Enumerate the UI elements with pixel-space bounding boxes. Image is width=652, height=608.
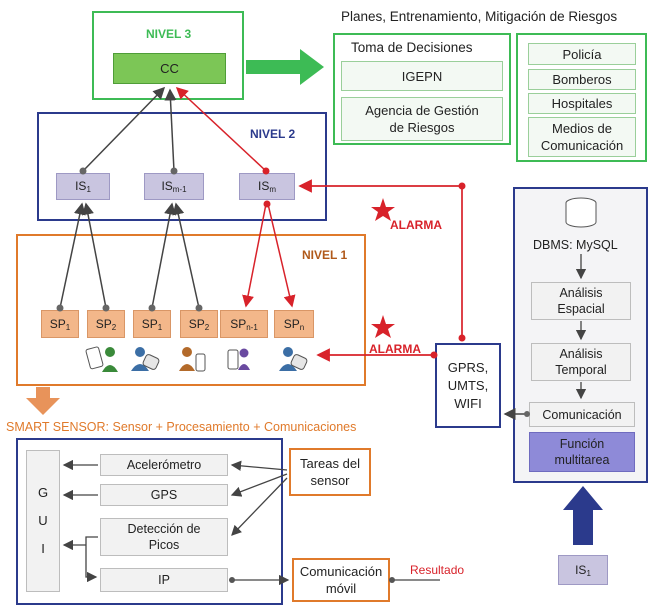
ism1-port bbox=[170, 167, 178, 175]
alarm-left-port bbox=[430, 351, 438, 359]
db-cylinder-icon bbox=[565, 197, 597, 228]
agencia-box: Agencia de Gestión de Riesgos bbox=[341, 97, 503, 141]
sp3-to-ism1-line bbox=[151, 202, 176, 309]
bomberos-box: Bomberos bbox=[528, 69, 636, 90]
sp2-to-is1-line bbox=[82, 202, 107, 309]
sp4-port bbox=[195, 304, 203, 312]
is1-port bbox=[79, 167, 87, 175]
top-banner: Planes, Entrenamiento, Mitigación de Rie… bbox=[341, 9, 618, 24]
movil-port bbox=[389, 577, 395, 583]
medios-box: Medios de Comunicación bbox=[528, 117, 636, 157]
alarm-corner-port bbox=[458, 182, 466, 190]
ism1-to-cc-line bbox=[164, 88, 177, 172]
sp-node-3: SP1 bbox=[133, 310, 171, 338]
nivel3-label: NIVEL 3 bbox=[146, 27, 192, 41]
ism-bottom-port bbox=[263, 200, 271, 208]
is1-node: IS1 bbox=[56, 173, 110, 200]
sp-node-5: SPn-1 bbox=[220, 310, 268, 338]
cc-node: CC bbox=[113, 53, 226, 84]
ism1-node: ISm-1 bbox=[144, 173, 204, 200]
ism-to-spn-line bbox=[267, 203, 296, 308]
nivel2-label: NIVEL 2 bbox=[250, 127, 296, 141]
person-with-flip-phone-icon bbox=[279, 347, 308, 371]
sp3-port bbox=[148, 304, 156, 312]
sp4-to-ism1-line bbox=[172, 202, 200, 309]
alarma-label-lower: ALARMA bbox=[369, 342, 421, 356]
alarm-star-upper bbox=[371, 198, 395, 221]
person-with-tablet-icon bbox=[85, 346, 118, 372]
tareas-to-gps-line bbox=[230, 473, 288, 497]
ip-box: IP bbox=[100, 568, 228, 592]
comunicacion-box: Comunicación bbox=[529, 402, 635, 427]
smart-sensor-label: SMART SENSOR: Sensor + Procesamiento + C… bbox=[6, 420, 357, 434]
alarma-label-upper: ALARMA bbox=[390, 218, 442, 232]
decisions-title: Toma de Decisiones bbox=[351, 40, 473, 55]
picos-to-ip-line bbox=[85, 536, 98, 583]
comunicacion-port bbox=[524, 411, 530, 417]
is1-bottom-node: IS1 bbox=[558, 555, 608, 585]
sp2-port bbox=[102, 304, 110, 312]
resultado-label: Resultado bbox=[410, 563, 465, 577]
is1-to-cc-line bbox=[82, 86, 166, 172]
ism-to-cc-line bbox=[175, 86, 267, 172]
ip-port bbox=[229, 577, 235, 583]
sp-node-1: SP1 bbox=[41, 310, 79, 338]
nivel1-label: NIVEL 1 bbox=[302, 248, 348, 262]
person-with-phone-icon bbox=[131, 347, 160, 371]
nivel2-box bbox=[37, 112, 327, 221]
alarm-up-port bbox=[458, 334, 466, 342]
smart-sensor-box bbox=[16, 438, 283, 605]
tareas-to-acel-line bbox=[230, 460, 288, 472]
igepn-box: IGEPN bbox=[341, 61, 503, 91]
purple-phone-icon bbox=[227, 348, 250, 370]
sp-node-4: SP2 bbox=[180, 310, 218, 338]
green-flow-arrow bbox=[246, 49, 324, 85]
alarm-star-lower bbox=[371, 315, 395, 338]
hospitales-box: Hospitales bbox=[528, 93, 636, 114]
acelerometro-box: Acelerómetro bbox=[100, 454, 228, 476]
dbms-title: DBMS: MySQL bbox=[533, 238, 618, 252]
sp1-to-is1-line bbox=[59, 202, 86, 309]
sp1-port bbox=[56, 304, 64, 312]
orange-down-arrow bbox=[26, 387, 60, 415]
gps-box: GPS bbox=[100, 484, 228, 506]
policia-box: Policía bbox=[528, 43, 636, 65]
ism-to-spn1-line bbox=[242, 203, 267, 308]
comm-box: GPRS, UMTS, WIFI bbox=[435, 343, 501, 428]
ism-port bbox=[262, 167, 270, 175]
nivel1-box bbox=[16, 234, 366, 386]
sp-node-2: SP2 bbox=[87, 310, 125, 338]
blue-up-arrow bbox=[563, 486, 603, 545]
sp-node-6: SPn bbox=[274, 310, 314, 338]
person-orange-phone-icon bbox=[179, 347, 206, 372]
tareas-to-picos-line bbox=[231, 477, 288, 536]
